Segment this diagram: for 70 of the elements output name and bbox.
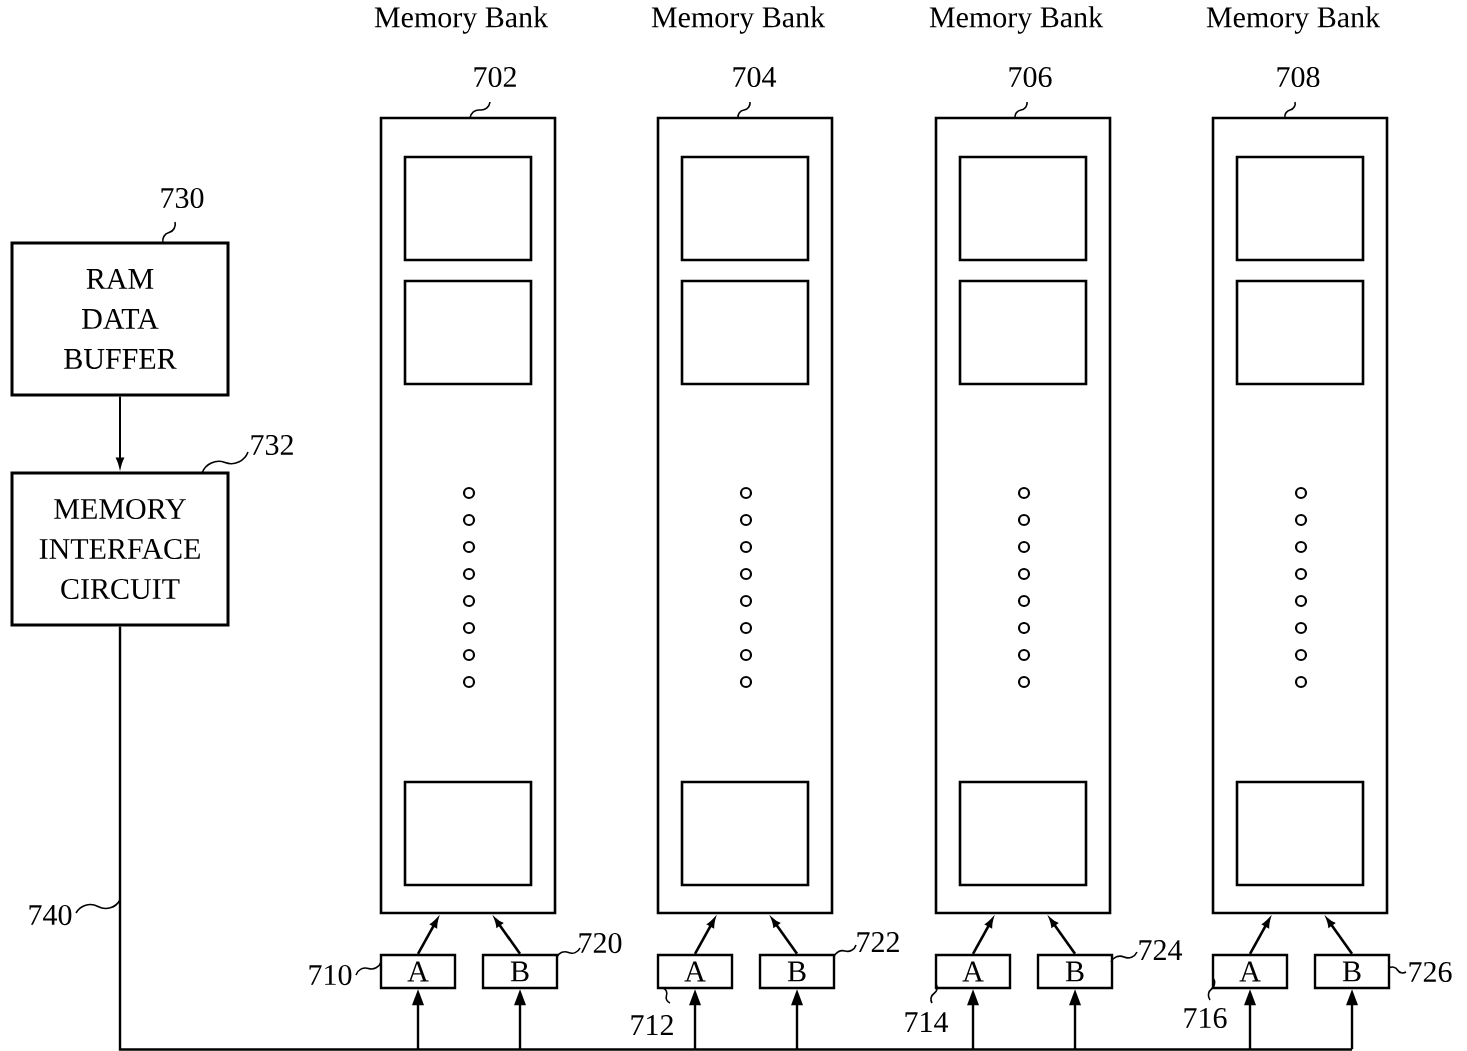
bank-heading: Memory Bank [1206,6,1381,34]
arrow [514,989,526,1050]
reference-numeral: 726 [1409,961,1452,983]
block-box: RAM DATA BUFFER [10,241,230,397]
arrow [791,989,803,1050]
leader-line [1014,101,1028,119]
leader-line [930,983,938,1004]
memory-cell-box [958,780,1088,887]
arrow [771,918,799,955]
register-box: B [481,953,559,990]
bank-heading: Memory Bank [929,6,1104,34]
bank-heading: Memory Bank [374,6,549,34]
register-box: A [379,953,457,990]
arrow [1346,989,1358,1050]
reference-numeral: 720 [579,932,622,954]
register-box: B [1036,953,1114,990]
memory-cell-box [680,155,810,262]
block-box: MEMORY INTERFACE CIRCUIT [10,471,230,627]
bus-line [118,626,1352,1051]
memory-cell-box [1235,780,1365,887]
register-box: B [758,953,836,990]
memory-cell-box [403,155,533,262]
memory-cell-box [403,279,533,386]
leader-line [1388,966,1407,974]
register-box: B [1313,953,1391,990]
arrow [412,989,424,1050]
leader-line [737,101,751,119]
leader-line [833,944,857,958]
reference-numeral: 722 [857,932,899,952]
arrow [1244,989,1256,1050]
register-box: A [656,953,734,990]
arrow [1049,918,1077,955]
reference-numeral: 730 [161,187,204,209]
leader-line [355,961,382,976]
reference-numeral: 704 [733,66,777,88]
memory-cell-box [680,279,810,386]
memory-cell-box [403,780,533,887]
reference-numeral: 724 [1139,940,1183,960]
memory-cell-box [958,279,1088,386]
leader-line [1284,101,1296,119]
leader-line [161,221,177,244]
bank-heading: Memory Bank [651,6,826,34]
reference-numeral: 740 [29,904,72,926]
register-box: A [934,953,1012,990]
arrow [1326,918,1354,955]
reference-numeral: 706 [1009,66,1052,88]
arrow [116,395,124,468]
arrow [1069,989,1081,1050]
arrow [494,918,522,955]
leader-line [75,899,121,914]
memory-cell-box [958,155,1088,262]
leader-line [201,451,249,474]
leader-line [1207,977,1216,1001]
leader-line [662,987,671,1004]
register-box: A [1211,953,1289,990]
reference-numeral: 712 [631,1015,673,1035]
reference-numeral: 702 [474,66,516,88]
memory-cell-box [1235,155,1365,262]
leader-line [1110,951,1138,963]
leader-line [469,101,491,119]
reference-numeral: 710 [309,964,352,986]
reference-numeral: 732 [251,434,293,456]
memory-cell-box [680,780,810,887]
arrow [689,989,701,1050]
arrow [967,989,979,1050]
memory-cell-box [1235,279,1365,386]
reference-numeral: 714 [905,1012,949,1032]
leader-line [556,947,581,958]
reference-numeral: 708 [1277,66,1320,88]
reference-numeral: 716 [1184,1007,1227,1029]
